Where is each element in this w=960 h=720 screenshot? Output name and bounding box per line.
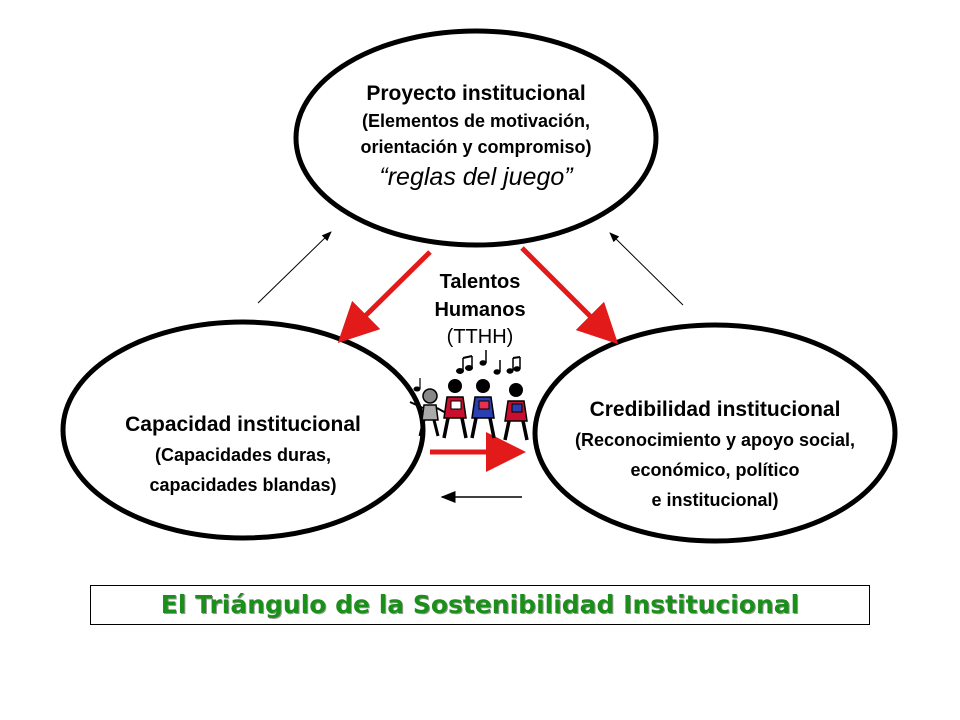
capacidad-line2: capacidades blandas)	[149, 475, 337, 495]
capacidad-text-block: Capacidad institucional (Capacidades dur…	[63, 410, 423, 500]
proyecto-text-block: Proyecto institucional (Elementos de mot…	[306, 80, 646, 194]
proyecto-line2: orientación y compromiso)	[360, 137, 592, 157]
talentos-line2: Humanos	[434, 299, 526, 321]
credibilidad-line1: (Reconocimiento y apoyo social,	[574, 430, 856, 450]
talentos-line1: Talentos	[439, 271, 521, 293]
proyecto-line3: “reglas del juego”	[379, 163, 573, 191]
credibilidad-line2: económico, político	[630, 460, 800, 480]
red-arrow-to-credibilidad	[520, 246, 619, 345]
proyecto-title: Proyecto institucional	[366, 82, 586, 105]
ellipse-credibilidad	[532, 322, 898, 544]
credibilidad-text-block: Credibilidad institucional (Reconocimien…	[535, 395, 895, 515]
thin-arrow-left-up	[257, 231, 332, 304]
singing-choir-icon	[409, 379, 529, 441]
music-notes-icon	[413, 350, 521, 392]
ellipse-proyecto	[293, 28, 659, 248]
red-arrow-to-capacidad	[337, 250, 432, 344]
credibilidad-line3: e institucional)	[651, 490, 779, 510]
talentos-line3: (TTHH)	[446, 326, 514, 348]
credibilidad-title: Credibilidad institucional	[589, 398, 841, 421]
footer-title: El Triángulo de la Sostenibilidad Instit…	[160, 590, 800, 619]
talentos-text-block: Talentos Humanos (TTHH)	[410, 268, 550, 350]
capacidad-line1: (Capacidades duras,	[154, 445, 332, 465]
footer-title-box: El Triángulo de la Sostenibilidad Instit…	[90, 585, 870, 625]
thin-arrow-right-up	[609, 232, 684, 306]
capacidad-title: Capacidad institucional	[125, 413, 361, 436]
proyecto-line1: (Elementos de motivación,	[361, 111, 591, 131]
